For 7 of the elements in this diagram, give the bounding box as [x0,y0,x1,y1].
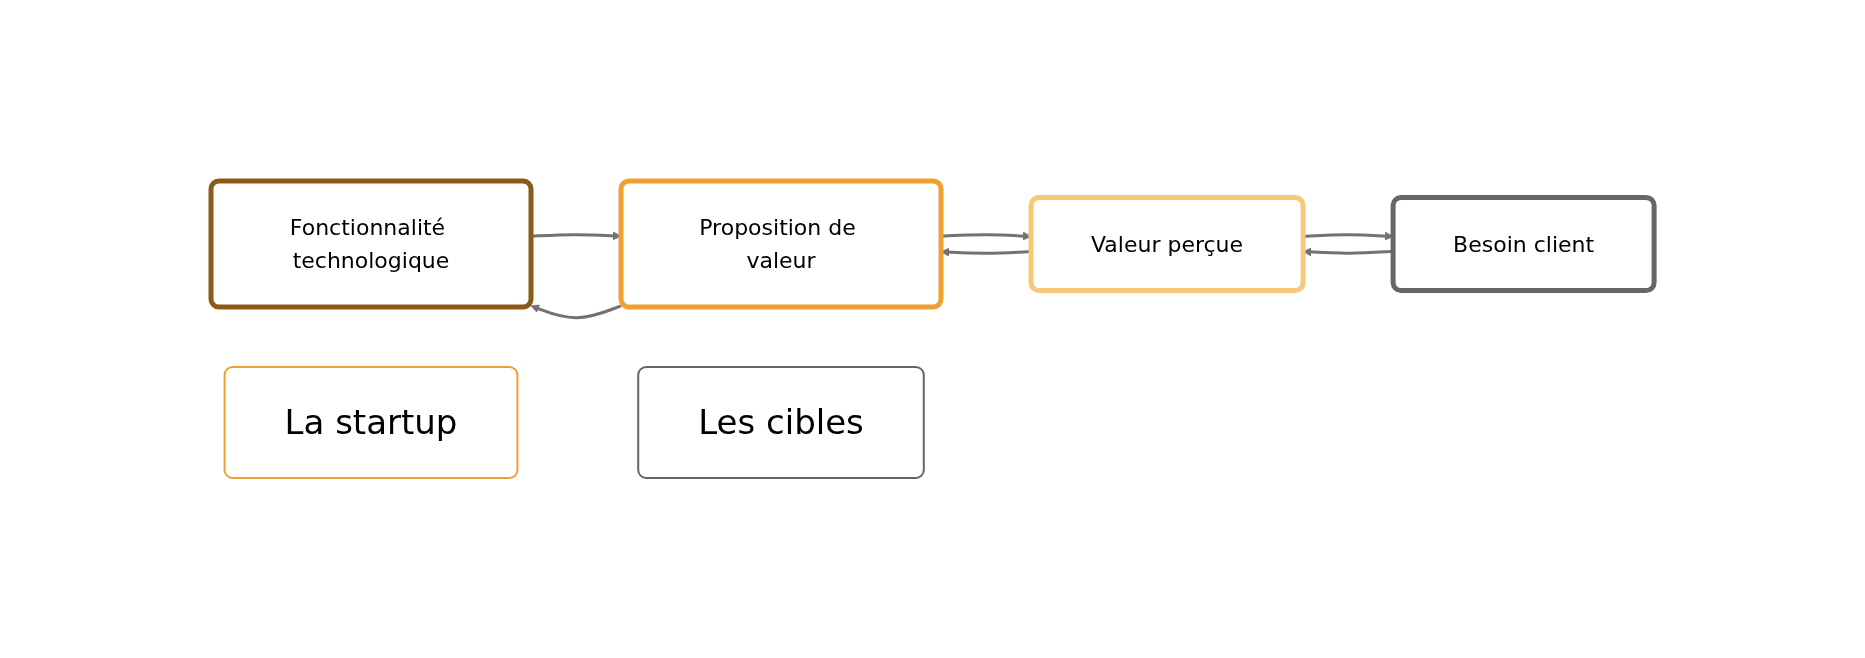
node-box: Besoin client [1390,194,1657,293]
node-box: La startup [223,365,519,479]
node-box: Proposition de valeur [618,178,944,309]
arrow [530,303,622,319]
node-box: Valeur perçue [1028,194,1306,293]
node-box: Les cibles [637,365,925,479]
node-box: Fonctionnalité technologique [208,178,534,309]
